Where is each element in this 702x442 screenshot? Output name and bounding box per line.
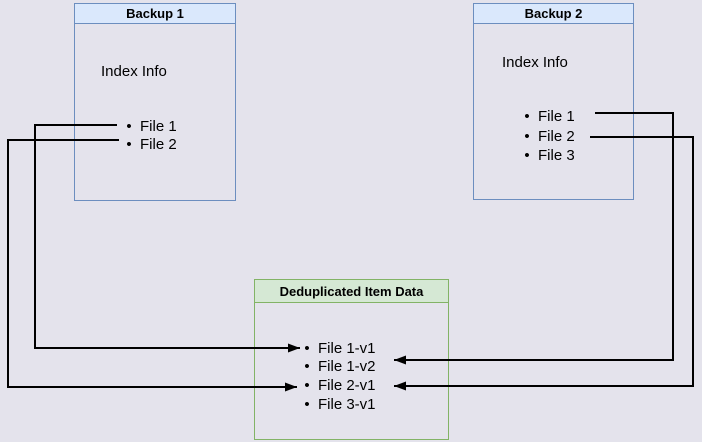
bullet: •	[304, 358, 310, 375]
backup2-title: Backup 2	[524, 6, 583, 21]
item-label: File 2-v1	[318, 377, 376, 394]
backup1-box: Backup 1 Index Info • File 1 • File 2	[74, 3, 236, 201]
item-label: File 1	[538, 108, 575, 125]
item-label: File 3	[538, 147, 575, 164]
bullet: •	[126, 118, 132, 135]
list-item: • File 1	[523, 108, 575, 126]
bullet: •	[524, 108, 530, 125]
backup1-header: Backup 1	[75, 4, 235, 24]
bullet: •	[126, 136, 132, 153]
item-label: File 2	[538, 128, 575, 145]
list-item: • File 2-v1	[303, 377, 376, 395]
dedup-title: Deduplicated Item Data	[279, 283, 424, 299]
list-item: • File 3-v1	[303, 396, 376, 414]
dedup-box: Deduplicated Item Data • File 1-v1 • Fil…	[254, 279, 449, 440]
item-label: File 1-v2	[318, 358, 376, 375]
item-label: File 3-v1	[318, 396, 376, 413]
dedup-header: Deduplicated Item Data	[255, 280, 448, 303]
backup2-header: Backup 2	[474, 4, 633, 24]
backup2-subtitle: Index Info	[502, 54, 568, 71]
list-item: • File 2	[125, 136, 177, 154]
list-item: • File 1	[125, 118, 177, 136]
item-label: File 2	[140, 136, 177, 153]
backup1-title: Backup 1	[126, 6, 184, 21]
item-label: File 1	[140, 118, 177, 135]
list-item: • File 1-v2	[303, 358, 376, 376]
bullet: •	[304, 396, 310, 413]
bullet: •	[524, 128, 530, 145]
item-label: File 1-v1	[318, 340, 376, 357]
bullet: •	[524, 147, 530, 164]
bullet: •	[304, 377, 310, 394]
backup1-subtitle: Index Info	[101, 63, 167, 80]
list-item: • File 1-v1	[303, 340, 376, 358]
bullet: •	[304, 340, 310, 357]
backup2-box: Backup 2 Index Info • File 1 • File 2 • …	[473, 3, 634, 200]
list-item: • File 3	[523, 147, 575, 165]
list-item: • File 2	[523, 128, 575, 146]
